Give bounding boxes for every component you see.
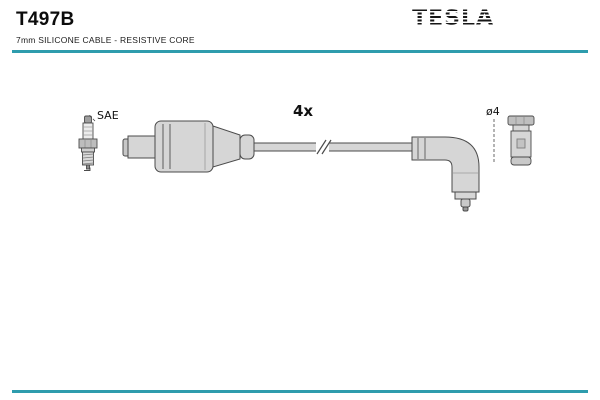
terminal-neck	[512, 124, 530, 132]
plug-terminal-nut	[84, 115, 92, 124]
terminal-bottom-cap	[510, 156, 532, 166]
bottom-divider-rule	[12, 390, 588, 393]
diameter-label: ø4	[486, 105, 500, 118]
angled-boot-drawing	[411, 136, 480, 212]
plug-ground-electrode	[84, 167, 91, 171]
terminal-drawing	[507, 115, 535, 166]
plug-center-electrode	[86, 164, 90, 170]
product-subtitle: 7mm SILICONE CABLE - RESISTIVE CORE	[16, 35, 195, 45]
boot-nose	[239, 134, 255, 160]
plug-hex-nut	[78, 138, 98, 149]
cable-drawing	[253, 139, 413, 155]
angled-boot-collar	[454, 191, 477, 200]
angled-boot-tip	[460, 198, 471, 208]
quantity-label: 4x	[293, 102, 313, 120]
angled-boot-terminal-tip	[462, 206, 469, 212]
plug-shoulder	[81, 147, 95, 153]
cable-break-mark	[316, 139, 327, 155]
sae-label: SAE	[97, 109, 119, 122]
angled-boot-body	[411, 136, 480, 193]
terminal-top-cap	[507, 115, 535, 126]
part-number: T497B	[16, 9, 75, 30]
cable-break-mark	[321, 139, 332, 155]
sae-leader-line	[88, 114, 96, 122]
spark-plug-drawing	[78, 115, 98, 171]
boot-taper	[212, 125, 241, 168]
cable-run	[253, 142, 413, 152]
terminal-clip	[516, 138, 526, 149]
top-divider-rule	[12, 50, 588, 53]
straight-boot-drawing	[122, 120, 255, 173]
boot-socket-section	[127, 135, 157, 159]
